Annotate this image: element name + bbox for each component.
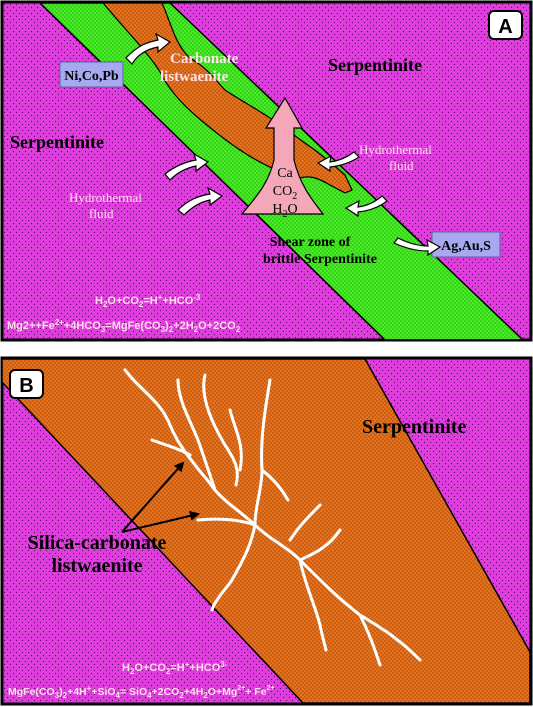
- panel-a: A Ni,Co,Pb Ag,Au,S Serpentinite Serpenti…: [0, 0, 533, 342]
- arrow-label-co2: CO2: [273, 184, 297, 202]
- arrow-label-h2o: H2O: [272, 202, 297, 220]
- pointer-arrow-upper: [121, 461, 185, 533]
- serpentinite-right-label: Serpentinite: [328, 55, 422, 75]
- vein-11: [358, 613, 382, 667]
- arrow-fluid-left-lower: [177, 186, 224, 216]
- arrow-label-ca: Ca: [277, 166, 293, 181]
- panel-b-serpentinite-label: Serpentinite: [362, 416, 467, 438]
- carbonate-label-line2: listwaenite: [160, 69, 229, 85]
- silica-label-line1: Silica-carbonate: [28, 532, 167, 554]
- fluid-arrows: [125, 32, 442, 257]
- vein-3: [228, 408, 243, 472]
- metals-out-label: Ag,Au,S: [441, 239, 491, 254]
- vein-12: [288, 503, 322, 542]
- shear-zone-label-line2: brittle Serpentinite: [263, 252, 377, 267]
- fluid-left-label-line1: Hydrothermal: [69, 190, 142, 205]
- metals-in-box: [59, 61, 124, 88]
- carbonate-label-line1: Carbonate: [170, 51, 239, 67]
- panel-b: B Serpentinite Silica-carbonate listwaen…: [0, 356, 533, 706]
- arrow-metals-in: [125, 32, 172, 65]
- pointer-arrow-lower: [121, 510, 200, 533]
- arrow-fluid-left-upper: [164, 152, 210, 181]
- fluid-right-label-line2: fluid: [389, 158, 414, 173]
- vein-2: [202, 373, 239, 487]
- vein-10: [298, 528, 342, 562]
- vein-9: [298, 558, 328, 652]
- shear-zone-label-line1: Shear zone of: [270, 235, 351, 250]
- panel-a-letter: A: [498, 16, 512, 38]
- arrow-fluid-right-upper: [316, 151, 360, 173]
- arrow-metals-out: [393, 237, 442, 257]
- panel-b-letter: B: [19, 375, 33, 397]
- panel-a-letter-box: [488, 10, 523, 40]
- fluid-right-label-line1: Hydrothermal: [359, 142, 432, 157]
- arrow-fluid-right-lower: [344, 195, 388, 218]
- listwaenite-band: [1, 358, 531, 704]
- silica-label-line2: listwaenite: [51, 555, 142, 577]
- silica-veins: [123, 368, 422, 667]
- fluid-left-label-line2: fluid: [89, 206, 114, 221]
- metals-out-box: [431, 231, 501, 258]
- panel-a-equation-1: H2O+CO2=H++HCO-3: [95, 293, 201, 309]
- panel-a-equation-2: Mg2++Fe2++4HCO3=MgFe(CO3)2+2H2O+2CO2: [7, 318, 241, 334]
- vein-8: [210, 523, 257, 612]
- panel-b-equation-1: H2O+CO2=H++HCO3-: [122, 660, 228, 676]
- serpentinite-left-label: Serpentinite: [10, 132, 104, 152]
- vein-1: [176, 378, 217, 492]
- metals-in-label: Ni,Co,Pb: [64, 69, 119, 84]
- panel-b-equation-2: MgFe(CO3)2+4H++SiO4= SiO4+2CO2+4H2O+Mg2+…: [8, 684, 275, 700]
- vein-7: [196, 517, 257, 527]
- vein-6: [260, 468, 290, 502]
- vein-4: [150, 438, 192, 457]
- panel-b-letter-box: [9, 369, 44, 399]
- mineral-transport-arrow: [240, 96, 325, 215]
